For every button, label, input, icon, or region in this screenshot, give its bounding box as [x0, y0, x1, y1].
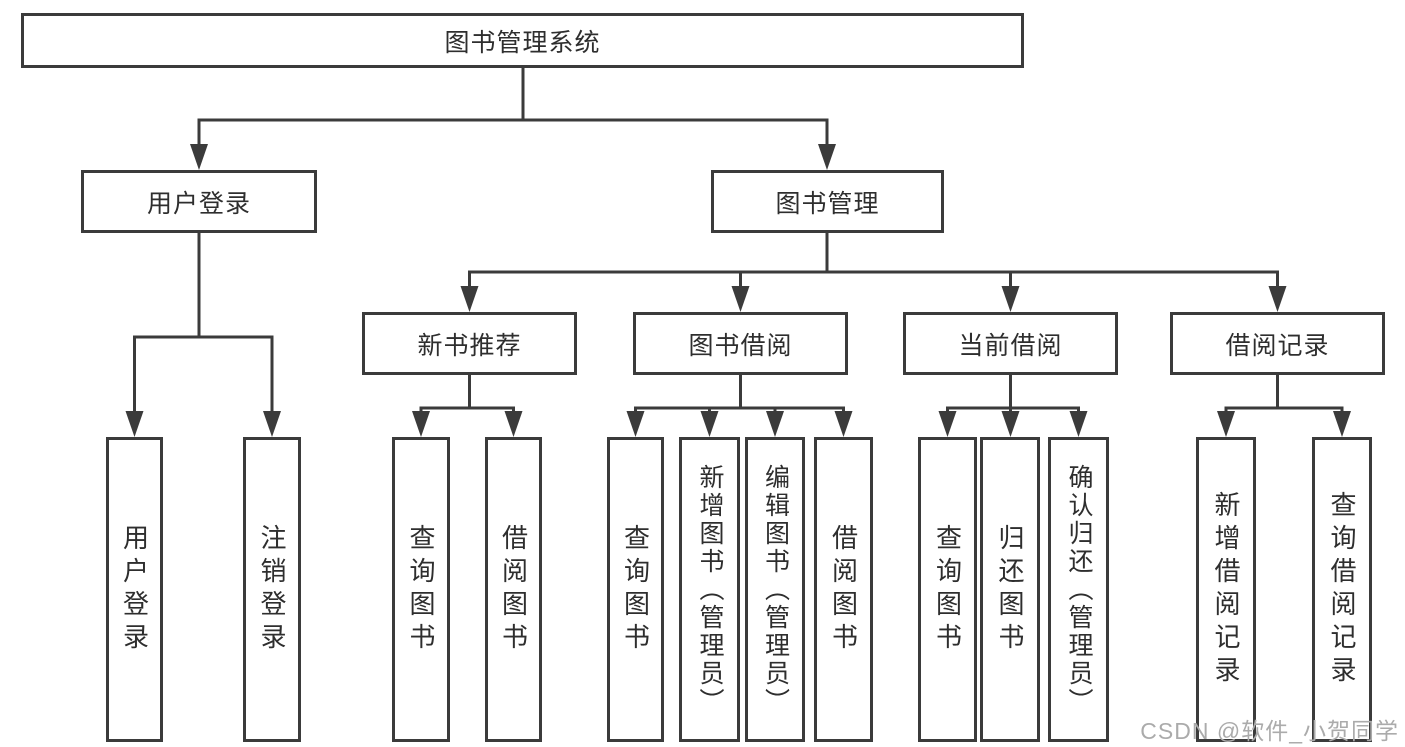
- leaf-add-borrow-record: 新增借阅记录: [1196, 437, 1256, 742]
- node-label: 查询图书: [932, 523, 963, 656]
- node-label: 查询借阅记录: [1327, 490, 1357, 689]
- node-label: 确认归还（管理员）: [1065, 463, 1093, 716]
- node-label: 注销登录: [257, 523, 287, 656]
- node-user-login: 用户登录: [81, 170, 317, 233]
- leaf-return-book: 归还图书: [980, 437, 1040, 742]
- node-current-borrow: 当前借阅: [903, 312, 1118, 375]
- node-label: 用户登录: [146, 189, 251, 218]
- leaf-edit-book-admin: 编辑图书（管理员）: [745, 437, 805, 742]
- node-label: 新增借阅记录: [1211, 490, 1241, 689]
- node-book-management: 图书管理: [711, 170, 944, 233]
- leaf-borrow-books: 借阅图书: [814, 437, 873, 742]
- leaf-user-login: 用户登录: [106, 437, 163, 742]
- node-label: 用户登录: [119, 523, 150, 656]
- node-label: 借阅记录: [1225, 331, 1330, 360]
- node-label: 图书管理系统: [444, 28, 601, 57]
- node-book-borrow: 图书借阅: [633, 312, 848, 375]
- node-new-book-recommend: 新书推荐: [362, 312, 577, 375]
- node-label: 图书管理: [775, 189, 880, 218]
- node-root: 图书管理系统: [21, 13, 1024, 68]
- leaf-query-books-recommend: 查询图书: [392, 437, 450, 742]
- node-label: 新书推荐: [417, 331, 522, 360]
- node-label: 借阅图书: [498, 523, 529, 656]
- node-borrow-records: 借阅记录: [1170, 312, 1385, 375]
- node-label: 当前借阅: [958, 331, 1063, 360]
- leaf-query-books-current: 查询图书: [918, 437, 977, 742]
- node-label: 图书借阅: [688, 331, 793, 360]
- watermark: CSDN @软件_小贺同学: [1140, 718, 1399, 744]
- leaf-add-book-admin: 新增图书（管理员）: [679, 437, 740, 742]
- leaf-query-borrow-record: 查询借阅记录: [1312, 437, 1372, 742]
- leaf-logout: 注销登录: [243, 437, 301, 742]
- node-label: 归还图书: [995, 523, 1025, 656]
- node-label: 查询图书: [406, 523, 436, 656]
- node-label: 查询图书: [620, 523, 651, 656]
- node-label: 借阅图书: [828, 523, 859, 656]
- node-label: 编辑图书（管理员）: [761, 463, 790, 716]
- leaf-borrow-books-recommend: 借阅图书: [485, 437, 542, 742]
- leaf-confirm-return-admin: 确认归还（管理员）: [1048, 437, 1109, 742]
- leaf-query-books-borrow: 查询图书: [607, 437, 664, 742]
- node-label: 新增图书（管理员）: [696, 463, 724, 716]
